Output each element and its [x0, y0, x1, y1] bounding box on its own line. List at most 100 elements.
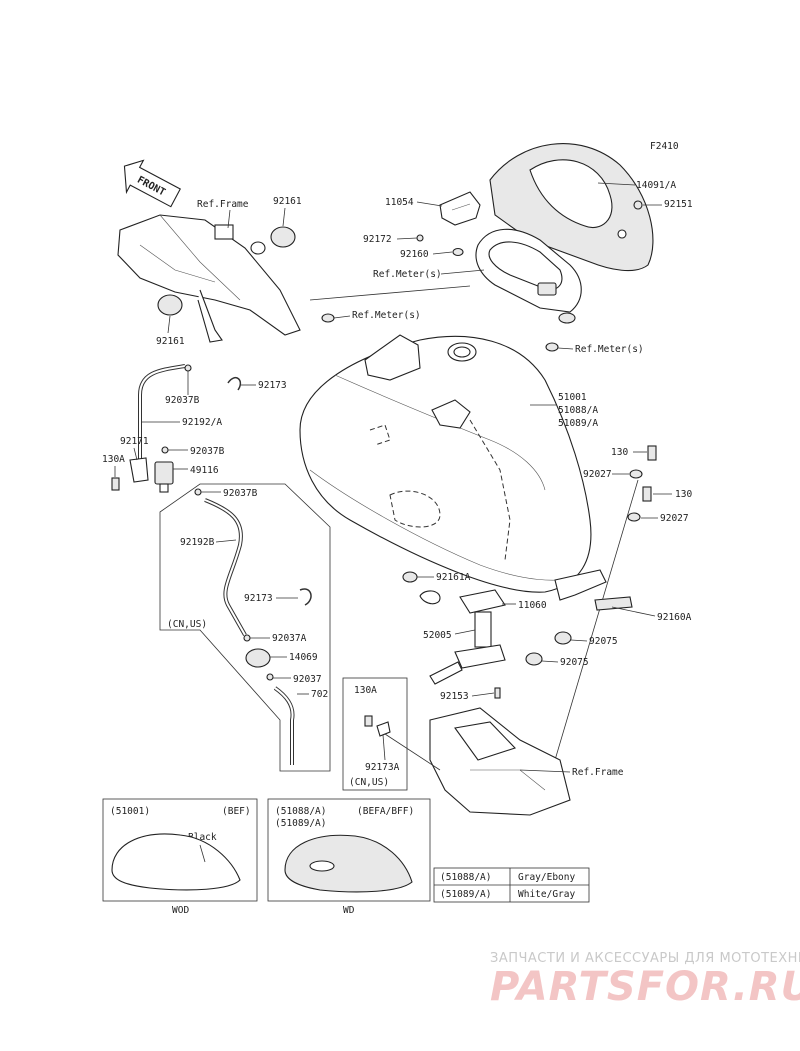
label-92153: 92153: [440, 691, 469, 702]
variant-left-caption: WOD: [172, 905, 189, 916]
watermark-brand: PARTSFOR.RU: [490, 964, 800, 1010]
label-92172: 92172: [363, 234, 392, 245]
fuel-pump: [419, 589, 506, 685]
washer-92027-2: [627, 512, 641, 522]
label-92192A: 92192/A: [182, 417, 222, 428]
clip-92037B-2: [161, 446, 169, 454]
color-table-code-2: (51089/A): [440, 889, 491, 900]
color-table-color-2: White/Gray: [518, 889, 575, 900]
label-130A-1: 130A: [102, 454, 125, 465]
label-92161-left: 92161: [156, 336, 185, 347]
valve-49116: [154, 461, 174, 493]
label-92173-1: 92173: [258, 380, 287, 391]
bolt-130A-1: [111, 477, 120, 491]
watermark-tagline: ЗАПЧАСТИ И АКСЕССУАРЫ ДЛЯ МОТОТЕХНИКИ: [490, 951, 800, 966]
screw-92172: [416, 234, 424, 242]
screw-92153: [494, 687, 501, 699]
label-ref-frame-top: Ref.Frame: [197, 199, 249, 210]
box-130A-92173A: [342, 677, 408, 791]
variant-left-code: (51001): [110, 806, 150, 817]
bolt-130-1: [647, 445, 657, 461]
label-92037B-2: 92037B: [190, 446, 225, 457]
label-51088A: 51088/A: [558, 405, 598, 416]
front-arrow: FRONT: [123, 159, 181, 208]
label-ref-meter-1: Ref.Meter(s): [373, 269, 442, 280]
color-table: (51088/A) Gray/Ebony (51089/A) White/Gra…: [433, 867, 590, 903]
frame-fragment-bottom: [429, 707, 571, 816]
label-51001: 51001: [558, 392, 587, 403]
bracket-92171: [129, 457, 149, 483]
label-92173A: 92173A: [365, 762, 400, 773]
clip-92037A: [243, 634, 251, 642]
label-92151: 92151: [664, 199, 693, 210]
frame-fragment-top: [117, 214, 301, 343]
label-cn-us-1: (CN,US): [167, 619, 207, 630]
damper-92161A: [402, 571, 418, 583]
grommet-92160: [452, 247, 464, 257]
clamp-92173-1: [227, 376, 242, 391]
bolt-92151: [633, 200, 643, 210]
knob-92161-left: [157, 294, 183, 316]
clip-92037: [266, 673, 274, 681]
variant-box-right: [267, 798, 431, 902]
clip-92037B-1: [184, 364, 192, 372]
washer-92027-1: [629, 469, 643, 479]
label-702: 702: [311, 689, 328, 700]
bolt-130-2: [642, 486, 652, 502]
variant-left-spec: (BEF): [222, 806, 251, 817]
label-92027-2: 92027: [660, 513, 689, 524]
variant-box-left: [102, 798, 258, 902]
color-table-color-1: Gray/Ebony: [518, 872, 575, 883]
clip-92037B-3: [194, 488, 202, 496]
label-92160A: 92160A: [657, 612, 692, 623]
knob-92161-top: [250, 226, 296, 255]
label-92171: 92171: [120, 436, 149, 447]
label-92173-2: 92173: [244, 593, 273, 604]
figure-code: F2410: [650, 141, 679, 152]
canister-14069: [245, 648, 271, 668]
hose-92192B: [204, 498, 247, 636]
label-92160: 92160: [400, 249, 429, 260]
label-52005: 52005: [423, 630, 452, 641]
damper-92075-1: [554, 631, 572, 645]
label-130-2: 130: [675, 489, 692, 500]
color-table-code-1: (51088/A): [440, 872, 491, 883]
label-14091A: 14091/A: [636, 180, 676, 191]
meter-assembly: [475, 228, 582, 324]
tank-silhouette-black: [111, 833, 241, 891]
box-cn-us-1: [159, 483, 331, 772]
label-92037A: 92037A: [272, 633, 307, 644]
label-92027-1: 92027: [583, 469, 612, 480]
variant-left-note: Black: [188, 832, 217, 843]
grommet-ref-meter-3: [545, 342, 559, 352]
label-92161-top: 92161: [273, 196, 302, 207]
grommet-ref-meter-2: [321, 313, 335, 323]
variant-right-code2: (51089/A): [275, 818, 326, 829]
damper-92075-2: [525, 652, 543, 666]
label-ref-meter-2: Ref.Meter(s): [352, 310, 421, 321]
bracket-11054: [439, 191, 481, 226]
variant-right-caption: WD: [343, 905, 355, 916]
label-cn-us-2: (CN,US): [349, 777, 389, 788]
hose-92192A: [138, 364, 186, 470]
label-11060: 11060: [518, 600, 547, 611]
bolt-130A-2: [364, 715, 373, 727]
label-14069: 14069: [289, 652, 318, 663]
tank-silhouette-two-tone: [284, 834, 413, 893]
label-ref-frame-bottom: Ref.Frame: [572, 767, 624, 778]
label-51089A: 51089/A: [558, 418, 598, 429]
label-49116: 49116: [190, 465, 219, 476]
hose-702: [273, 686, 295, 765]
label-92037: 92037: [293, 674, 322, 685]
label-92075-1: 92075: [589, 636, 618, 647]
label-92037B-1: 92037B: [165, 395, 200, 406]
label-92075-2: 92075: [560, 657, 589, 668]
label-ref-meter-3: Ref.Meter(s): [575, 344, 644, 355]
variant-right-spec: (BEFA/BFF): [357, 806, 414, 817]
label-130A-2: 130A: [354, 685, 377, 696]
label-11054: 11054: [385, 197, 414, 208]
clamp-92173-2: [299, 588, 312, 606]
label-130-1: 130: [611, 447, 628, 458]
